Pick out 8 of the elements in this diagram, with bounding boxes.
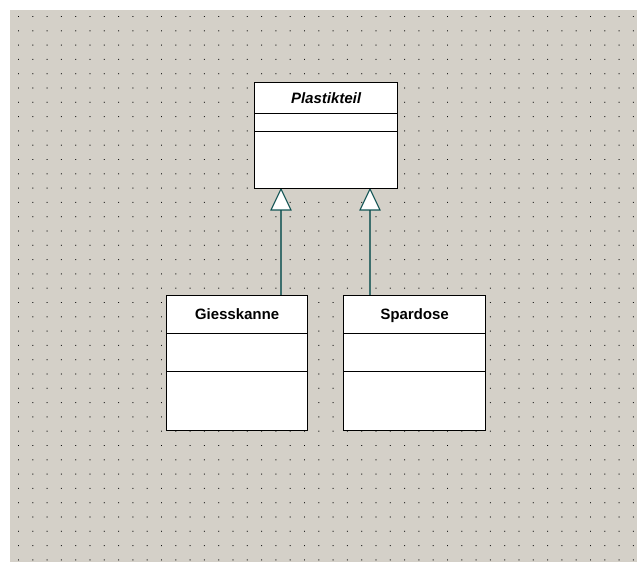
- inheritance-arrow: [270, 188, 292, 295]
- class-name: Spardose: [380, 306, 449, 323]
- class-box: [254, 82, 398, 189]
- inheritance-arrow: [359, 188, 381, 295]
- class-box: [343, 295, 486, 431]
- class-name: Giesskanne: [194, 306, 280, 323]
- class-name: Plastikteil: [290, 90, 362, 106]
- class-box: [166, 295, 308, 431]
